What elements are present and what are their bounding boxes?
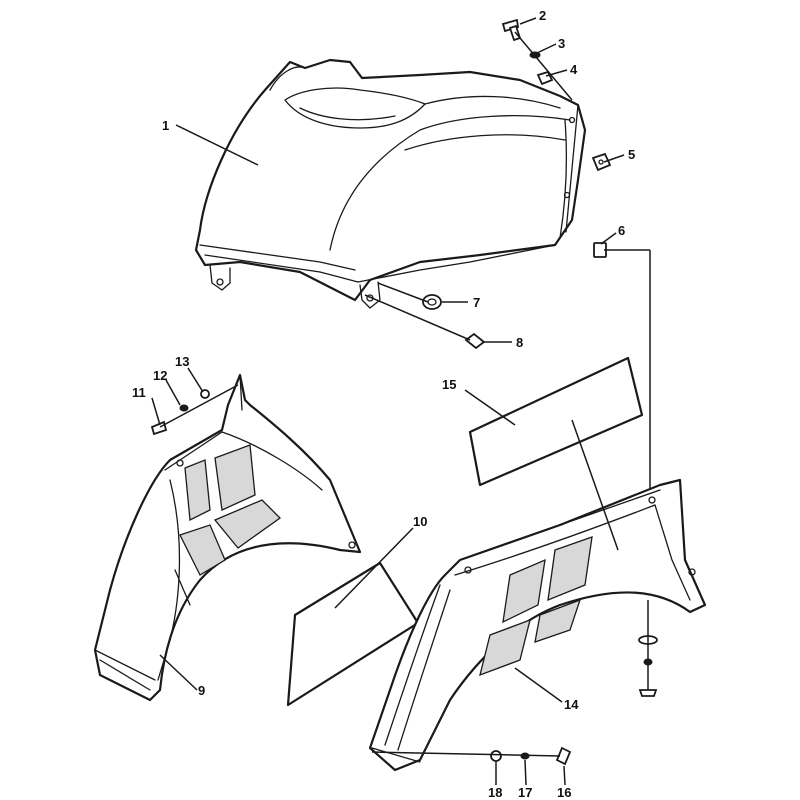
callout-3: 3 [558,36,565,51]
hardware-8-bolt [464,332,486,350]
callout-17: 17 [518,785,532,800]
part-1-upper-cover [194,58,587,309]
hardware-5-nut [591,152,612,172]
leader-lines [151,17,625,786]
assembly-lines [159,31,651,757]
callout-1: 1 [162,118,169,133]
callout-13: 13 [175,354,189,369]
callout-8: 8 [516,335,523,350]
part-15-right-decal [468,356,644,487]
part-9-left-inner-fender [93,373,362,702]
part-14-right-inner-fender [368,478,707,772]
callout-labels: 1 2 3 4 5 6 7 8 9 10 11 12 13 14 15 16 1… [132,8,635,800]
callout-12: 12 [153,368,167,383]
callout-4: 4 [570,62,578,77]
hardware-18-washer [490,750,502,762]
hardware-12-washer [179,404,189,412]
callout-18: 18 [488,785,502,800]
callout-9: 9 [198,683,205,698]
callout-7: 7 [473,295,480,310]
callout-16: 16 [557,785,571,800]
callout-11: 11 [132,385,146,400]
callout-6: 6 [618,223,625,238]
hardware-7-grommet [422,294,442,310]
callout-15: 15 [442,377,456,392]
hardware-2-bolt [501,18,522,42]
callout-14: 14 [564,697,579,712]
callout-2: 2 [539,8,546,23]
callout-5: 5 [628,147,635,162]
callout-10: 10 [413,514,427,529]
